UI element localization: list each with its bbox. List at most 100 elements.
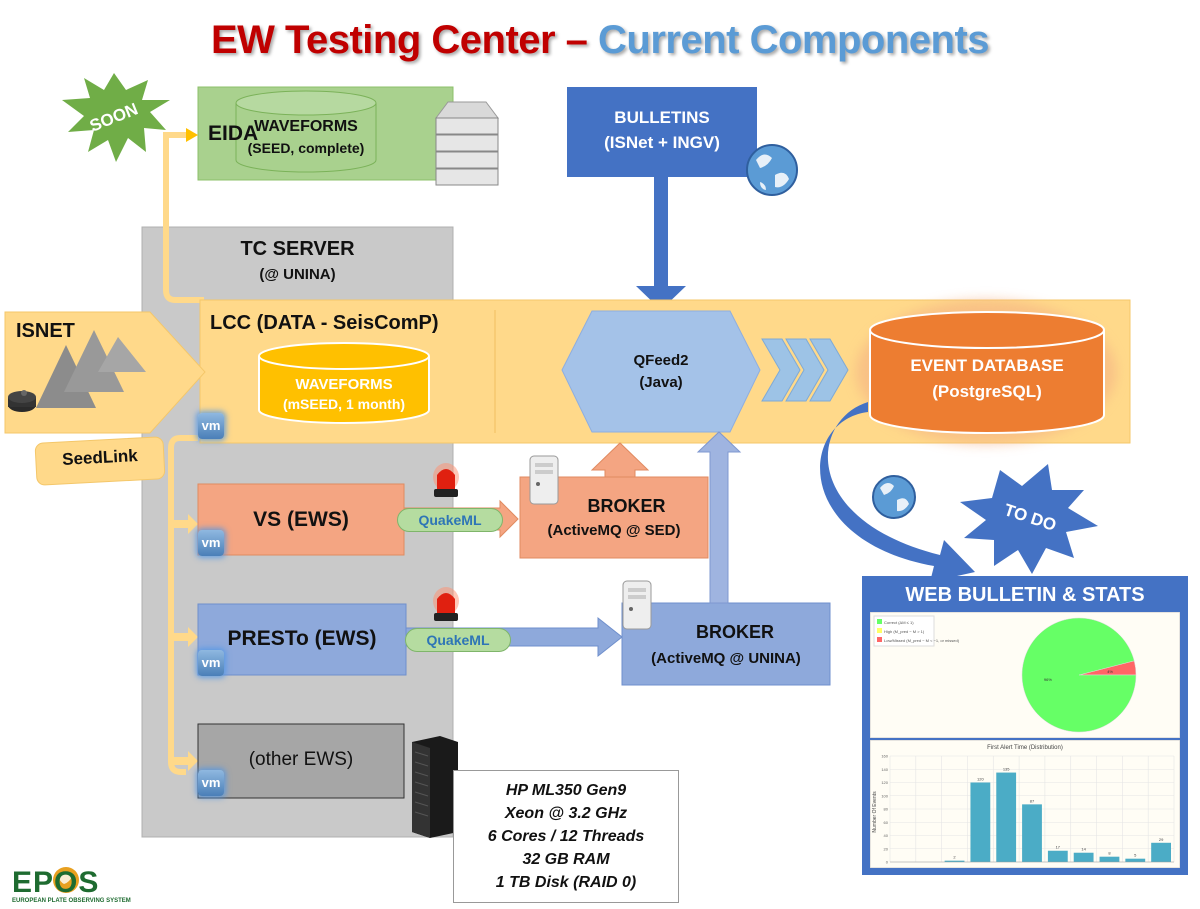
broker-unina-server-icon <box>622 580 652 630</box>
pie-legend: Correct (ΔM ≤ 1) High (M_pred − M > 1) Low… <box>873 615 960 647</box>
bulletins-title: BULLETINS <box>614 108 710 127</box>
vs-label: VS (EWS) <box>253 508 349 531</box>
siren-icon-presto <box>433 587 459 621</box>
bar-ytick-label: 60 <box>884 820 889 825</box>
bar-value-label: 135 <box>1003 767 1010 772</box>
bar-value-label: 5 <box>1134 853 1137 858</box>
vm-icon-other: vm <box>198 770 224 796</box>
seedlink-tag <box>34 436 166 486</box>
bulletins-arrow-head <box>636 286 686 310</box>
eida-feed-arrow <box>186 128 198 142</box>
vm-icon-vs: vm <box>198 530 224 556</box>
isnet-label: ISNET <box>16 320 75 342</box>
presto-box <box>197 603 407 676</box>
soon-starburst <box>62 73 170 162</box>
bar-chart: First Alert Time (Distribution) Number Of… <box>870 740 1180 868</box>
broker-unina-subtitle: (ActiveMQ @ UNINA) <box>651 650 801 667</box>
broker-unina-up-arrow <box>696 431 742 604</box>
globe-icon-bulletins <box>746 144 798 196</box>
bulletins-arrow-shaft <box>654 177 668 287</box>
pie-legend-swatch <box>877 619 882 624</box>
event-db-cylinder <box>869 311 1105 434</box>
web-curve-arrow <box>820 402 975 582</box>
ews-feed-arrows <box>171 514 198 771</box>
event-db-subtitle: (PostgreSQL) <box>932 382 1042 401</box>
bar <box>1125 858 1146 862</box>
eida-feed-line <box>163 132 204 303</box>
tc-server-subtitle: (@ UNINA) <box>259 266 336 283</box>
lcc-db-title: WAVEFORMS <box>295 376 393 393</box>
spec-line: 6 Cores / 12 Threads <box>487 828 645 845</box>
presto-label: PRESTo (EWS) <box>227 627 377 650</box>
bar-chart-title: First Alert Time (Distribution) <box>987 745 1063 751</box>
bar-value-label: 8 <box>1108 851 1111 856</box>
eida-db-title: WAVEFORMS <box>254 118 358 135</box>
eida-db-cylinder <box>235 90 377 173</box>
pie-slice <box>1021 617 1137 733</box>
bulletins-subtitle: (ISNet + INGV) <box>604 133 720 152</box>
tower-server-icon <box>412 736 458 838</box>
broker-sed-title: BROKER <box>587 496 666 516</box>
bar-ytick-label: 80 <box>884 807 889 812</box>
flow-chevrons <box>761 338 849 402</box>
qfeed-subtitle: (Java) <box>639 374 683 391</box>
bulletins-box <box>567 87 757 177</box>
eida-label: EIDA <box>208 122 259 145</box>
web-bulletin-panel: WEB BULLETIN & STATS Correct (ΔM ≤ 1) Hig… <box>862 576 1188 875</box>
bar-value-label: 120 <box>977 777 984 782</box>
vm-icon-lcc: vm <box>198 413 224 439</box>
globe-icon-web <box>872 475 916 519</box>
pie-legend-label: Correct (ΔM ≤ 1) <box>884 620 914 625</box>
bar-value-label: 87 <box>1030 798 1035 803</box>
seedlink-bus <box>168 435 198 775</box>
lcc-title: LCC (DATA - SeisComP) <box>210 312 439 334</box>
station-triangle-1 <box>36 345 96 408</box>
pie-legend-box <box>873 615 935 647</box>
qfeed-hexagon <box>561 310 761 433</box>
other-ews-box <box>197 723 405 799</box>
eida-db-subtitle: (SEED, complete) <box>247 140 365 156</box>
station-triangle-3 <box>98 337 146 372</box>
bar <box>944 860 965 862</box>
vm-icon-presto: vm <box>198 650 224 676</box>
bar-chart-ylabel: Number Of Events <box>872 791 878 833</box>
bar-ytick-label: 20 <box>884 846 889 851</box>
epos-tagline: EUROPEAN PLATE OBSERVING SYSTEM <box>12 898 131 904</box>
todo-starburst <box>960 464 1098 574</box>
bar <box>970 782 991 862</box>
title-part-1: EW Testing Center – <box>210 18 599 62</box>
tc-server-title: TC SERVER <box>240 238 355 260</box>
bar <box>1022 804 1042 862</box>
pie-chart: Correct (ΔM ≤ 1) High (M_pred − M > 1) Low… <box>870 612 1180 738</box>
bar-ytick-label: 120 <box>881 780 888 785</box>
pie-slice-label: 96% <box>1044 677 1052 682</box>
server-specs: HP ML350 Gen9 Xeon @ 3.2 GHz 6 Cores / 1… <box>453 770 679 903</box>
spec-line: 1 TB Disk (RAID 0) <box>495 874 637 891</box>
bar <box>1099 856 1120 862</box>
bar-ytick-label: 140 <box>881 767 888 772</box>
bar <box>1047 850 1068 862</box>
bar <box>1151 842 1171 862</box>
pie-legend-label: Low/Missed (M_pred − M < −1, or missed) <box>884 638 960 643</box>
bar <box>996 772 1017 862</box>
vs-box <box>197 483 405 556</box>
bar-value-label: 2 <box>953 855 956 860</box>
other-ews-label: (other EWS) <box>248 749 354 770</box>
pie-legend-swatch <box>877 637 882 642</box>
spec-line: HP ML350 Gen9 <box>505 782 627 799</box>
title-part-2: Current Components <box>598 18 990 62</box>
pie-legend-label: High (M_pred − M > 1) <box>884 629 925 634</box>
web-bulletin-title: WEB BULLETIN & STATS <box>905 584 1145 606</box>
quakeml-tag-presto: QuakeML <box>405 628 511 652</box>
bar-ytick-label: 100 <box>881 793 888 798</box>
lcc-db-cylinder <box>258 342 430 424</box>
pie-slice-label: 4% <box>1107 669 1113 674</box>
epos-logo-text: EPOS <box>12 866 100 899</box>
epos-logo: EPOS <box>12 866 99 900</box>
station-triangle-2 <box>64 330 124 392</box>
bar-ytick-label: 160 <box>881 754 888 759</box>
bar <box>1073 852 1094 862</box>
quakeml-tag-vs: QuakeML <box>397 508 503 532</box>
bar-value-label: 29 <box>1159 837 1164 842</box>
